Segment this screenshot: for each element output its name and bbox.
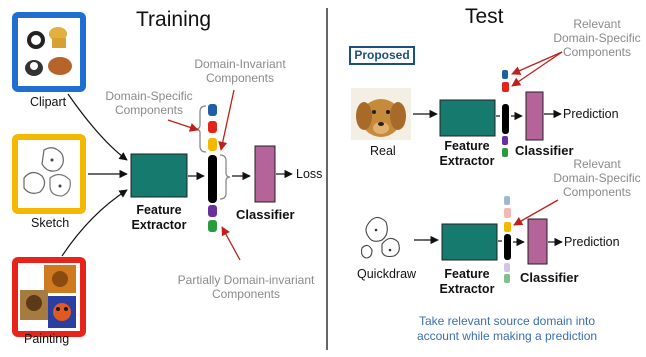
domain-invariant-bar	[208, 155, 217, 203]
partially-invariant-red-arrow	[221, 226, 241, 261]
test1-feature-extractor-label: Feature Extractor	[439, 139, 495, 168]
sketch-label: Sketch	[31, 216, 70, 230]
quickdraw-image	[360, 216, 400, 259]
real-label: Real	[370, 144, 396, 158]
component-red	[208, 121, 217, 133]
relevant-label-2: Relevant Domain-Specific Components	[553, 157, 641, 199]
feature-extractor-box	[130, 153, 188, 198]
partially-invariant-label: Partially Domain-invariant Components	[177, 273, 315, 301]
footnote: Take relevant source domain into account…	[416, 314, 598, 343]
test1-red-arrow-a	[511, 51, 563, 75]
quickdraw-label: Quickdraw	[357, 267, 417, 281]
test2-component-red	[504, 208, 511, 218]
test2-component-purple	[504, 263, 510, 272]
real-dog-image	[351, 88, 411, 140]
painting-arrow	[61, 189, 128, 257]
relevant-label-1: Relevant Domain-Specific Components	[553, 17, 641, 59]
test1-prediction-label: Prediction	[563, 107, 619, 121]
test1-classifier-label: Classifier	[515, 143, 574, 158]
clipart-label: Clipart	[30, 95, 67, 109]
classifier-label: Classifier	[236, 207, 295, 222]
test2-red-arrow	[513, 199, 559, 226]
test2-classifier-label: Classifier	[520, 270, 579, 285]
component-purple	[208, 205, 217, 217]
domain-invariant-red-arrow	[218, 89, 235, 151]
test2-classifier-box	[527, 218, 548, 265]
test2-feature-extractor-box	[441, 223, 498, 261]
domain-specific-red-arrow	[167, 119, 199, 132]
loss-label: Loss	[296, 167, 323, 181]
clipart-arrow	[67, 93, 128, 161]
test1-feature-extractor-box	[439, 99, 496, 137]
component-brace	[219, 154, 231, 200]
test1-classifier-box	[525, 91, 544, 141]
test1-component-purple	[502, 136, 508, 145]
test1-red-arrow-b	[511, 51, 563, 87]
proposed-badge: Proposed	[349, 46, 415, 65]
component-blue	[208, 104, 217, 116]
sketch-image	[12, 134, 86, 214]
test2-component-blue	[504, 196, 510, 205]
test1-invariant-bar	[502, 104, 509, 134]
test2-invariant-bar	[504, 234, 511, 260]
test2-component-green	[504, 274, 510, 283]
painting-image	[12, 257, 86, 337]
classifier-box	[254, 145, 276, 203]
test2-feature-extractor-label: Feature Extractor	[439, 267, 495, 296]
test1-component-red	[502, 82, 509, 92]
test-title: Test	[465, 5, 504, 28]
domain-specific-brace	[195, 105, 207, 153]
domain-invariant-label: Domain-Invariant Components	[194, 57, 286, 85]
test1-component-green	[502, 148, 508, 157]
training-title: Training	[136, 8, 212, 31]
test2-prediction-label: Prediction	[564, 235, 620, 249]
clipart-image	[12, 12, 86, 92]
component-yellow	[208, 138, 217, 151]
domain-specific-label: Domain-Specific Components	[105, 89, 193, 117]
component-green	[208, 220, 217, 232]
test2-component-yellow	[504, 222, 511, 232]
feature-extractor-label: Feature Extractor	[131, 203, 187, 232]
test1-component-blue	[502, 70, 508, 79]
painting-label: Painting	[24, 332, 70, 346]
